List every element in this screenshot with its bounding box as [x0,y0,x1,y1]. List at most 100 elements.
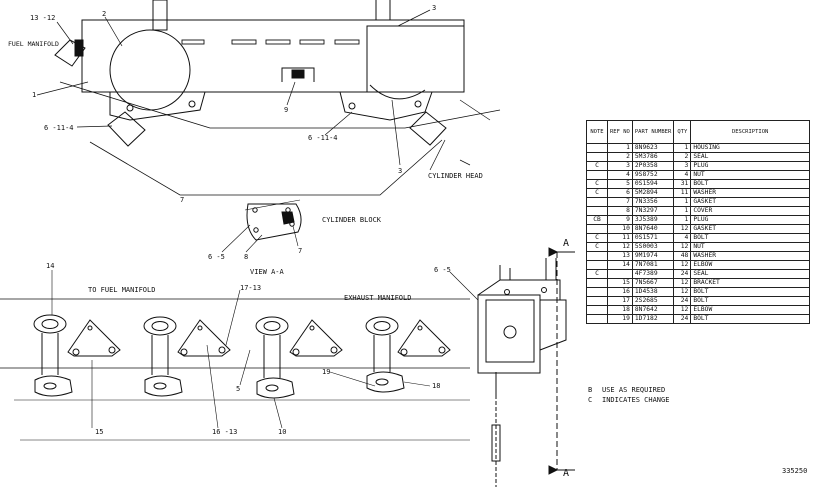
callout-6-11-4-left: 6 -11-4 [44,124,74,132]
bracket-1 [67,319,121,357]
cell-ref-no: 15 [607,278,633,288]
cell-note: C [586,188,608,198]
cell-qty: 12 [673,287,692,297]
cell-part-number: 5M2894 [631,188,675,198]
cell-qty: 31 [673,179,692,189]
cell-qty: 12 [673,260,692,270]
cell-part-number: 0S1571 [631,233,675,243]
view-aa-cover [221,203,302,253]
cell-qty: 11 [673,188,692,198]
cell-description: ELBOW [690,260,810,270]
cell-part-number: 0S1594 [631,179,675,189]
cell-description: BOLT [690,179,810,189]
label-fuel: FUEL MANIFOLD [8,40,59,48]
callout-10: 10 [278,428,286,436]
cell-description: WASHER [690,251,810,261]
top-stub-right [375,0,391,21]
cell-qty: 12 [673,224,692,234]
cell-qty: 2 [673,152,692,162]
cell-part-number: 2P0358 [631,161,675,171]
cell-note [586,224,608,234]
cell-part-number: 7N3297 [631,206,675,216]
cell-ref-no: 11 [607,233,633,243]
label-view-aa: VIEW A-A [250,268,285,276]
cell-description: PLUG [690,215,810,225]
header-qty: QTY [673,120,692,144]
header-part-number: PART NUMBER [631,120,675,144]
note-b-code: B [588,386,593,394]
cell-note: CB [586,215,608,225]
cell-qty: 24 [673,296,692,306]
cell-note [586,197,608,207]
fitting-nut [74,39,84,57]
cell-description: BOLT [690,287,810,297]
head-outline-bottom [89,139,443,196]
bolt-head-3 [348,102,356,110]
label-to-fuel-manifold: TO FUEL MANIFOLD [88,286,155,294]
side-lug-right [409,111,447,146]
cell-note [586,278,608,288]
cell-part-number: 2S2685 [631,296,675,306]
cell-part-number: 8N9623 [631,143,675,153]
cell-qty: 48 [673,251,692,261]
cell-part-number: 9M1974 [631,251,675,261]
cell-description: BRACKET [690,278,810,288]
cell-part-number: 1D7182 [631,314,675,324]
callout-3-lower: 3 [398,167,402,175]
cell-ref-no: 17 [607,296,633,306]
cell-part-number: 5M3786 [631,152,675,162]
cell-note [586,260,608,270]
cell-part-number: 7N5667 [631,278,675,288]
callout-16-13: 16 -13 [212,428,237,436]
cell-qty: 1 [673,197,692,207]
label-exhaust-manifold: EXHAUST MANIFOLD [344,294,411,302]
cell-note [586,152,608,162]
cell-part-number: 8N7642 [631,305,675,315]
cell-part-number: 5S0003 [631,242,675,252]
note-b-text: USE AS REQUIRED [602,386,666,394]
cell-ref-no: 5 [607,179,633,189]
cell-qty: 1 [673,143,692,153]
note-c-text: INDICATES CHANGE [602,396,670,404]
exhaust-manifold-assembly [0,247,575,487]
cell-ref-no [607,269,633,279]
note-c-code: C [588,396,593,404]
cell-ref-no: 2 [607,152,633,162]
bracket-4 [397,319,451,357]
callout-6-11-4-right: 6 -11-4 [308,134,338,142]
cell-ref-no: 3 [607,161,633,171]
cell-part-number: 9S8752 [631,170,675,180]
housing-circle-right [369,84,426,100]
header-description: DESCRIPTION [690,120,810,144]
header-note: NOTE [586,120,608,144]
exhaust-housing [477,258,567,487]
callout-14: 14 [46,262,54,270]
cell-note: C [586,179,608,189]
cell-description: BOLT [690,314,810,324]
label-cylinder-block: CYLINDER BLOCK [322,216,382,224]
cell-description: NUT [690,170,810,180]
cell-qty: 4 [673,233,692,243]
elbow-4 [365,316,405,393]
cell-qty: 12 [673,242,692,252]
cell-qty: 12 [673,305,692,315]
parts-list-table: NOTE REF NO PART NUMBER QTY DESCRIPTION … [586,120,810,324]
callout-6-5-right: 6 -5 [434,266,451,274]
cell-ref-no: 16 [607,287,633,297]
label-cylinder-head: CYLINDER HEAD [428,172,483,180]
callout-15: 15 [95,428,103,436]
callout-1: 1 [32,91,36,99]
cell-qty: 3 [673,161,692,171]
header-ref-no: REF NO [607,120,633,144]
cell-note: C [586,233,608,243]
cell-qty: 4 [673,170,692,180]
bolt-head-1 [126,104,134,112]
cell-note [586,305,608,315]
